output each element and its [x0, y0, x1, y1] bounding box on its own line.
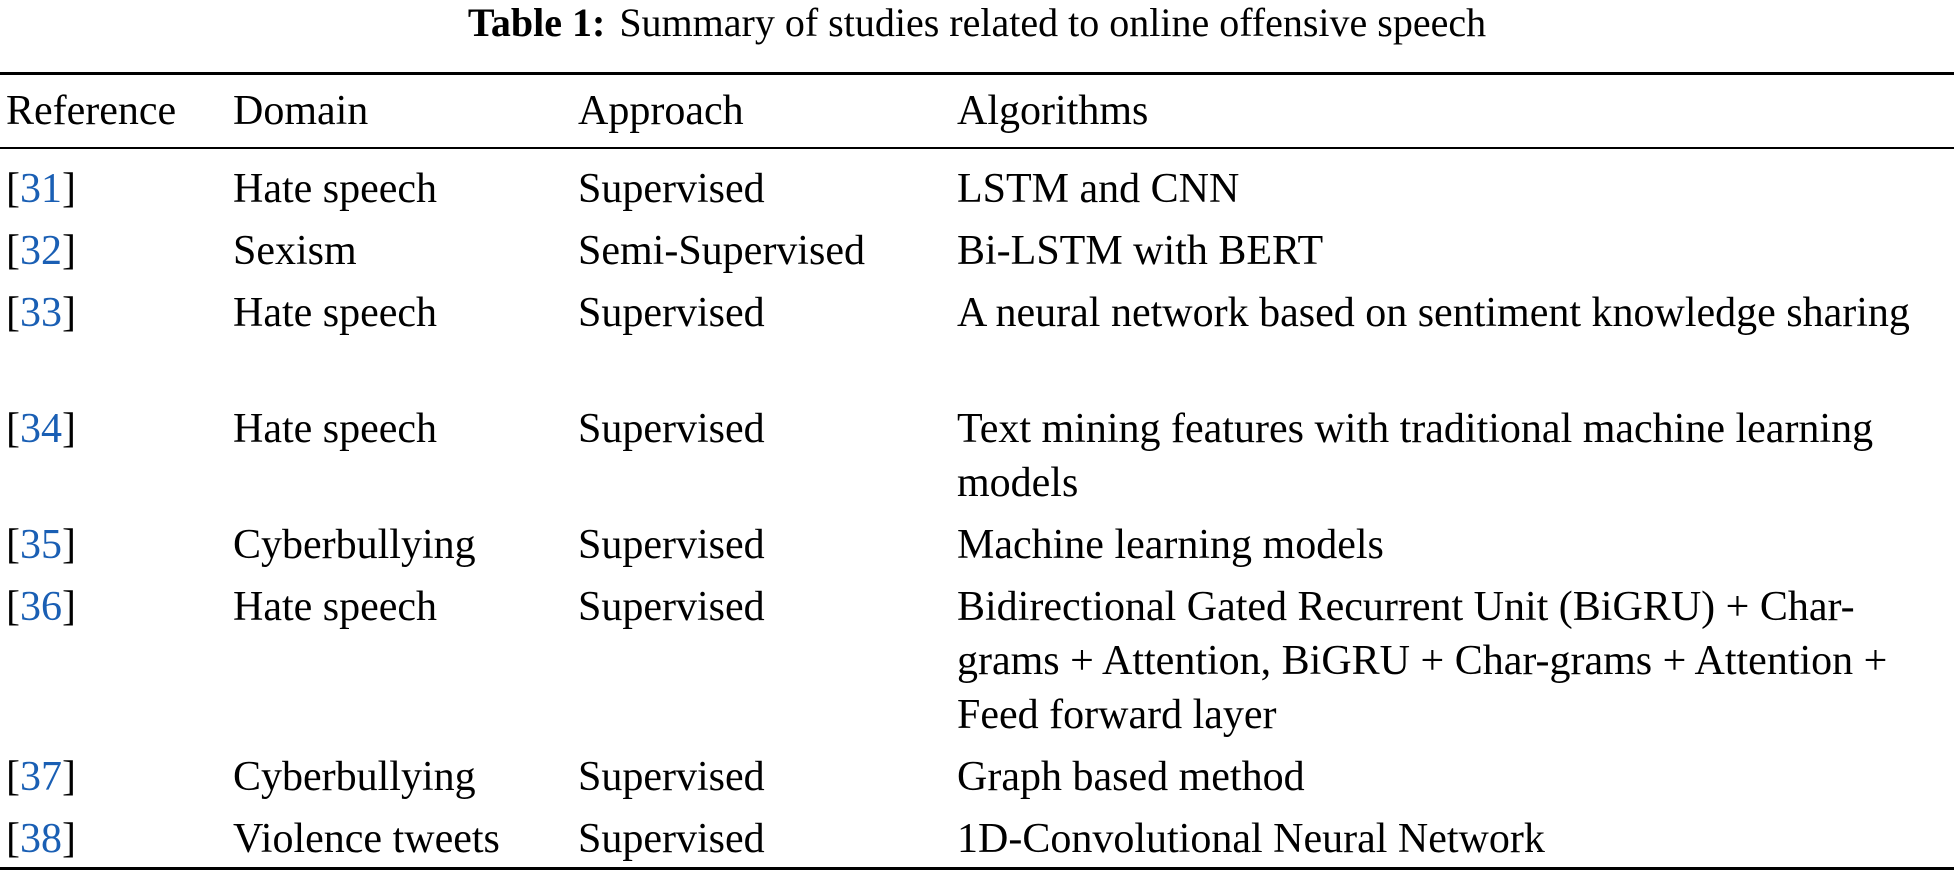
reference-link[interactable]: 35	[20, 522, 62, 568]
reference-link[interactable]: 33	[20, 290, 62, 336]
approach-cell: Supervised	[578, 584, 765, 630]
caption-label: Table 1:	[467, 0, 606, 45]
reference-cell: [33]	[6, 290, 76, 336]
reference-link[interactable]: 34	[20, 406, 62, 452]
table-caption: Table 1: Summary of studies related to on…	[0, 0, 1954, 50]
reference-cell: [34]	[6, 406, 76, 452]
domain-cell: Cyberbullying	[233, 522, 476, 568]
reference-link[interactable]: 32	[20, 228, 62, 274]
bottom-rule	[0, 867, 1954, 870]
top-rule	[0, 72, 1954, 75]
algorithms-cell: Bi-LSTM with BERT	[957, 228, 1324, 274]
table-row: [38] Violence tweets Supervised 1D-Convo…	[0, 812, 1954, 874]
reference-link[interactable]: 36	[20, 584, 62, 630]
approach-cell: Semi-Supervised	[578, 228, 865, 274]
domain-cell: Hate speech	[233, 166, 438, 212]
domain-cell: Violence tweets	[233, 816, 500, 862]
column-header-reference: Reference	[6, 88, 177, 134]
reference-link[interactable]: 31	[20, 166, 62, 212]
algorithms-cell: Graph based method	[957, 754, 1305, 800]
table-row: [34] Hate speech Supervised Text mining …	[0, 402, 1954, 518]
header-rule	[0, 147, 1954, 149]
column-header-approach: Approach	[578, 88, 744, 134]
algorithms-cell: LSTM and CNN	[957, 166, 1240, 212]
approach-cell: Supervised	[578, 522, 765, 568]
column-header-algorithms: Algorithms	[957, 88, 1149, 134]
table-row: [31] Hate speech Supervised LSTM and CNN	[0, 148, 1954, 224]
algorithms-cell: 1D-Convolutional Neural Network	[957, 816, 1545, 862]
algorithms-cell: A neural network based on sentiment know…	[957, 290, 1910, 336]
table-row: [36] Hate speech Supervised Bidirectiona…	[0, 580, 1954, 750]
table-row: [33] Hate speech Supervised A neural net…	[0, 286, 1954, 402]
approach-cell: Supervised	[578, 166, 765, 212]
approach-cell: Supervised	[578, 816, 765, 862]
algorithms-cell: Bidirectional Gated Recurrent Unit (BiGR…	[957, 584, 1888, 738]
domain-cell: Hate speech	[233, 406, 438, 452]
table-row: [32] Sexism Semi-Supervised Bi-LSTM with…	[0, 224, 1954, 286]
domain-cell: Sexism	[233, 228, 357, 274]
approach-cell: Supervised	[578, 290, 765, 336]
reference-cell: [35]	[6, 522, 76, 568]
caption-text: Summary of studies related to online off…	[619, 0, 1487, 45]
studies-table: Reference Domain Approach Algorithms [31…	[0, 84, 1954, 874]
reference-cell: [31]	[6, 166, 76, 212]
reference-link[interactable]: 38	[20, 816, 62, 862]
domain-cell: Cyberbullying	[233, 754, 476, 800]
algorithms-cell: Text mining features with traditional ma…	[957, 406, 1874, 506]
reference-cell: [36]	[6, 584, 76, 630]
approach-cell: Supervised	[578, 754, 765, 800]
approach-cell: Supervised	[578, 406, 765, 452]
column-header-domain: Domain	[233, 88, 369, 134]
reference-link[interactable]: 37	[20, 754, 62, 800]
reference-cell: [32]	[6, 228, 76, 274]
header-row: Reference Domain Approach Algorithms	[0, 84, 1954, 148]
algorithms-cell: Machine learning models	[957, 522, 1384, 568]
domain-cell: Hate speech	[233, 584, 438, 630]
table-row: [37] Cyberbullying Supervised Graph base…	[0, 750, 1954, 812]
reference-cell: [38]	[6, 816, 76, 862]
reference-cell: [37]	[6, 754, 76, 800]
domain-cell: Hate speech	[233, 290, 438, 336]
table-row: [35] Cyberbullying Supervised Machine le…	[0, 518, 1954, 580]
